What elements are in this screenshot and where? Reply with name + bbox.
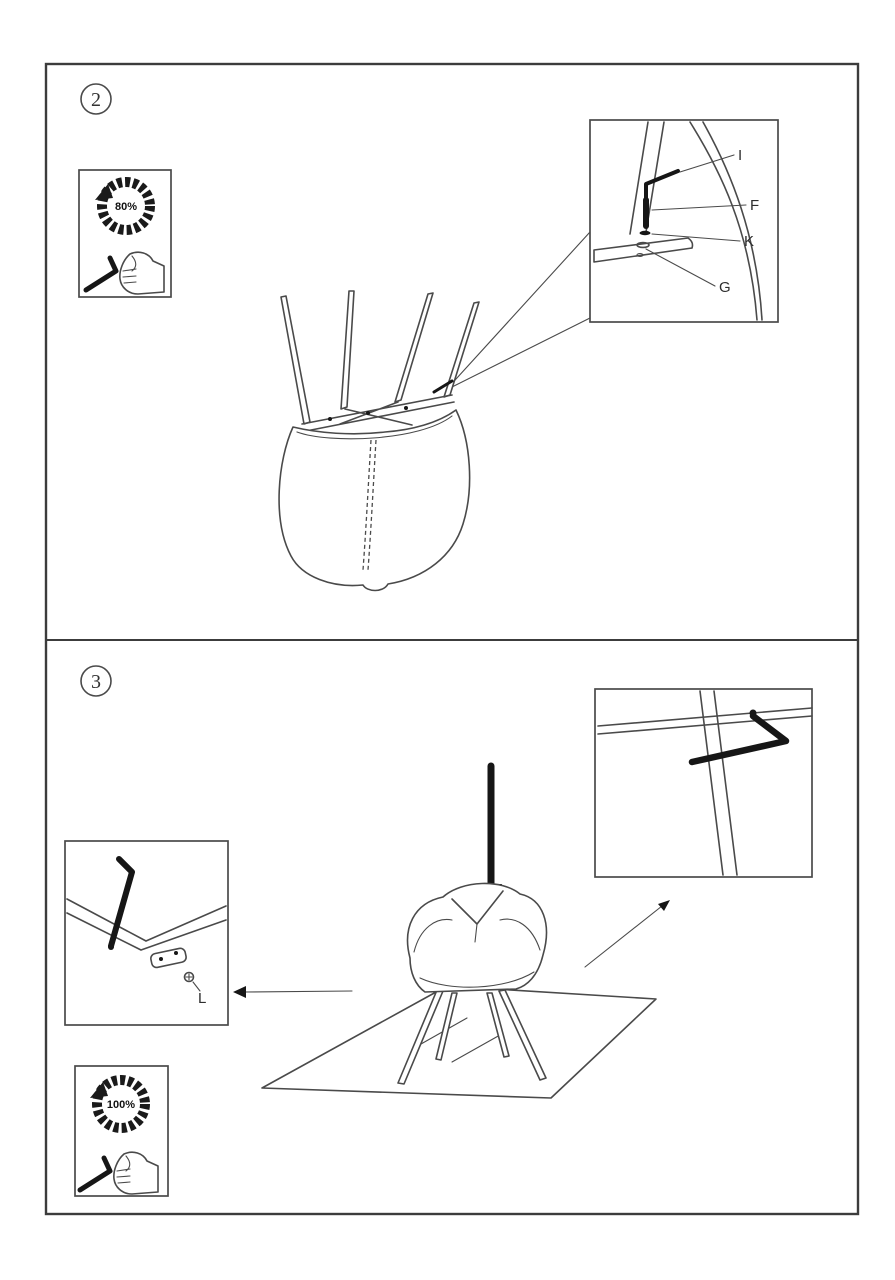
step-3-panel: 3 xyxy=(64,665,813,1197)
callout-box-border xyxy=(589,119,779,323)
bracket-screw xyxy=(159,957,163,961)
step-3-torque-tool-box: 100% xyxy=(74,1065,169,1197)
part-label-K: K xyxy=(744,233,754,250)
mount-screw xyxy=(366,411,370,415)
torque-80-label: 80% xyxy=(115,201,137,213)
spring-washer-icon xyxy=(639,230,651,236)
upside-down-chair xyxy=(278,290,480,592)
step-3-detail-callout-right xyxy=(594,688,813,878)
screw-slot xyxy=(185,973,193,981)
chair-leg xyxy=(486,992,510,1058)
stitch-line xyxy=(362,439,372,571)
arrow-to-left-callout xyxy=(233,986,353,998)
arrow-shaft xyxy=(584,905,663,968)
step-2-detail-callout: I F K G xyxy=(589,119,779,323)
step-3-number-badge: 3 xyxy=(80,665,112,697)
bracket-screw xyxy=(174,951,178,955)
arrow-head xyxy=(233,986,246,998)
mat-hatch-lines xyxy=(420,1017,501,1063)
back-seam xyxy=(474,923,478,943)
allen-key-icon xyxy=(108,856,135,949)
chair-leg xyxy=(394,292,434,403)
step-2-panel: 2 80% I F K G xyxy=(78,83,779,592)
chair-leg xyxy=(340,290,355,410)
leader-line-G xyxy=(645,248,716,287)
key-tip-bolt xyxy=(108,944,114,950)
arrow-head xyxy=(658,900,670,911)
mount-bracket xyxy=(150,947,187,969)
seat-frame-rails xyxy=(66,898,227,951)
callout-box-border xyxy=(64,840,229,1026)
torque-100-label: 100% xyxy=(107,1099,135,1111)
step-3-detail-callout-left: L xyxy=(64,840,229,1026)
part-label-F: F xyxy=(750,197,759,214)
seat-shell xyxy=(278,409,471,592)
screw-L-icon xyxy=(183,971,195,983)
flat-washer-icon xyxy=(636,241,650,249)
step-3-number-circle xyxy=(80,665,112,697)
step-2-number-badge: 2 xyxy=(80,83,112,115)
mount-screw xyxy=(404,406,408,410)
callout-connector-lines xyxy=(445,231,591,391)
shell-rim-line xyxy=(296,415,453,440)
leader-line-F xyxy=(651,204,747,211)
mount-screw xyxy=(328,417,332,421)
allen-key-icon xyxy=(688,712,790,766)
mat-outline xyxy=(261,985,657,1099)
part-label-L: L xyxy=(198,990,206,1007)
floor-mat xyxy=(261,985,657,1099)
step-2-torque-tool-box: 80% xyxy=(78,169,172,298)
arrow-shaft xyxy=(243,990,353,993)
part-label-G: G xyxy=(719,279,731,296)
seat-shell xyxy=(406,882,548,993)
step-2-number-circle xyxy=(80,83,112,115)
part-label-I: I xyxy=(738,147,742,164)
mount-bracket xyxy=(432,379,454,394)
stitch-line xyxy=(367,439,377,571)
upright-chair xyxy=(397,882,548,1085)
step-3-number: 3 xyxy=(91,671,101,693)
leg-lines xyxy=(699,690,738,876)
leg-mount-frame xyxy=(301,394,455,432)
armrest-left-line xyxy=(413,918,453,953)
plate-hole xyxy=(636,252,644,258)
leader-line-K xyxy=(651,233,741,242)
chair-leg xyxy=(397,989,444,1085)
arrow-to-right-callout xyxy=(584,900,670,968)
chair-leg xyxy=(280,295,311,425)
chair-leg xyxy=(435,992,458,1061)
leader-line-L xyxy=(192,981,201,992)
seat-front-line xyxy=(419,971,535,988)
step-2-number: 2 xyxy=(91,89,101,111)
leader-line-I xyxy=(679,154,735,173)
chair-leg xyxy=(498,989,547,1081)
armrest-right-line xyxy=(499,918,541,951)
